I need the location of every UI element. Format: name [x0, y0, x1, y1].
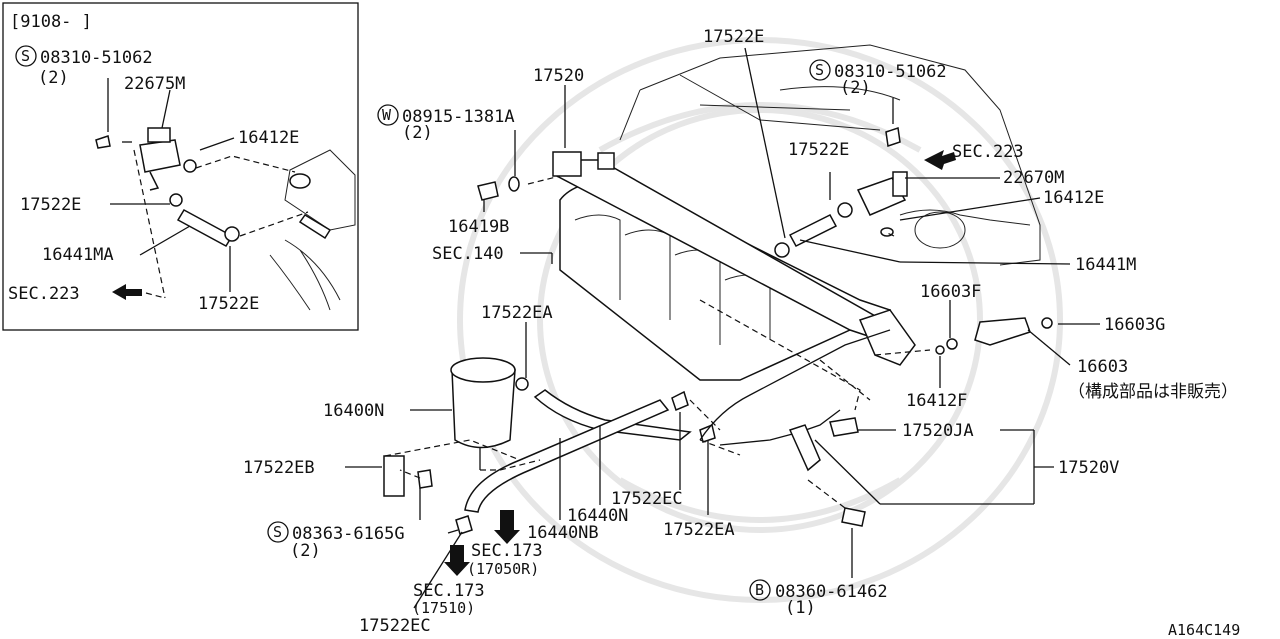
- inset-screw-badge: S: [21, 47, 30, 65]
- inset-clamp-lower-label: 17522E: [198, 294, 259, 314]
- seal-label: 16603G: [1104, 315, 1165, 335]
- inset-oring-label: 16412E: [238, 128, 299, 148]
- figure-id: A164C149: [1168, 621, 1240, 639]
- sec173-lower-arrow-icon: [444, 545, 470, 576]
- bolt-label: 16419B: [448, 217, 509, 237]
- screw-badge-icon: [809, 59, 831, 81]
- main-drawing: [345, 44, 1100, 609]
- bolt2-code-label: 08360-61462: [775, 582, 888, 602]
- filter-label: 16400N: [323, 401, 384, 421]
- injector-label: 16603: [1077, 357, 1128, 377]
- washer-qty-label: (2): [402, 123, 433, 143]
- washer-badge-icon: [377, 104, 399, 126]
- clamp-top-label: 17522E: [703, 27, 764, 47]
- sec223-label: SEC.223: [952, 142, 1024, 162]
- screw-badge-icon: [15, 45, 37, 67]
- oring-label: 16412E: [1043, 188, 1104, 208]
- inset-drawing: [95, 78, 356, 311]
- bolt-qty-label: (2): [290, 541, 321, 561]
- oring-f-label: 16412F: [906, 391, 967, 411]
- inset-damper-label: 22675M: [124, 74, 185, 94]
- inset-frame: [2, 2, 359, 331]
- bolt-badge-icon: [267, 521, 289, 543]
- tube-ja-label: 17520JA: [902, 421, 974, 441]
- sec173-arrow-icon: [494, 510, 520, 544]
- sec173a-ref: (17050R): [467, 560, 539, 578]
- tube-v-label: 17520V: [1058, 458, 1119, 478]
- clamp-mid-label: 17522E: [788, 140, 849, 160]
- injector-note: （構成部品は非販売）: [1068, 382, 1238, 402]
- damper-label: 22670M: [1003, 168, 1064, 188]
- screw-code-label: 08310-51062: [834, 62, 947, 82]
- clamp-ec-label: 17522EC: [611, 489, 683, 509]
- bolt2-qty-label: (1): [785, 598, 816, 618]
- sec140-label: SEC.140: [432, 244, 504, 264]
- inset-sec-ref: SEC.223: [8, 284, 80, 304]
- inset-date-range: [9108- ]: [10, 12, 92, 32]
- sec223-arrow-icon: [924, 150, 956, 170]
- clamp-ec-bot-label: 17522EC: [359, 616, 431, 636]
- bolt2-badge: B: [755, 581, 764, 599]
- clamp-ea-top-label: 17522EA: [481, 303, 553, 323]
- tube-label: 17520: [533, 66, 584, 86]
- bolt-code-label: 08363-6165G: [292, 524, 405, 544]
- hose-n-label: 16440N: [567, 506, 628, 526]
- bolt2-badge-icon: [749, 579, 771, 601]
- spacer-label: 16603F: [920, 282, 981, 302]
- clamp-ea-bot-label: 17522EA: [663, 520, 735, 540]
- sec173a-label: SEC.173: [471, 541, 543, 561]
- screw-badge: S: [815, 61, 824, 79]
- sec173b-label: SEC.173: [413, 581, 485, 601]
- inset-clamp-label: 17522E: [20, 195, 81, 215]
- inset-screw-code: 08310-51062: [40, 48, 153, 68]
- inset-screw-qty: (2): [38, 68, 69, 88]
- washer-badge: W: [382, 106, 392, 124]
- hose-nb-label: 16440NB: [527, 523, 599, 543]
- screw-qty-label: (2): [840, 78, 871, 98]
- hose-label: 16441M: [1075, 255, 1136, 275]
- bracket-label: 17522EB: [243, 458, 315, 478]
- sec173b-ref: (17510): [412, 599, 475, 617]
- bolt-badge: S: [273, 523, 282, 541]
- inset-hose-label: 16441MA: [42, 245, 114, 265]
- washer-code-label: 08915-1381A: [402, 107, 515, 127]
